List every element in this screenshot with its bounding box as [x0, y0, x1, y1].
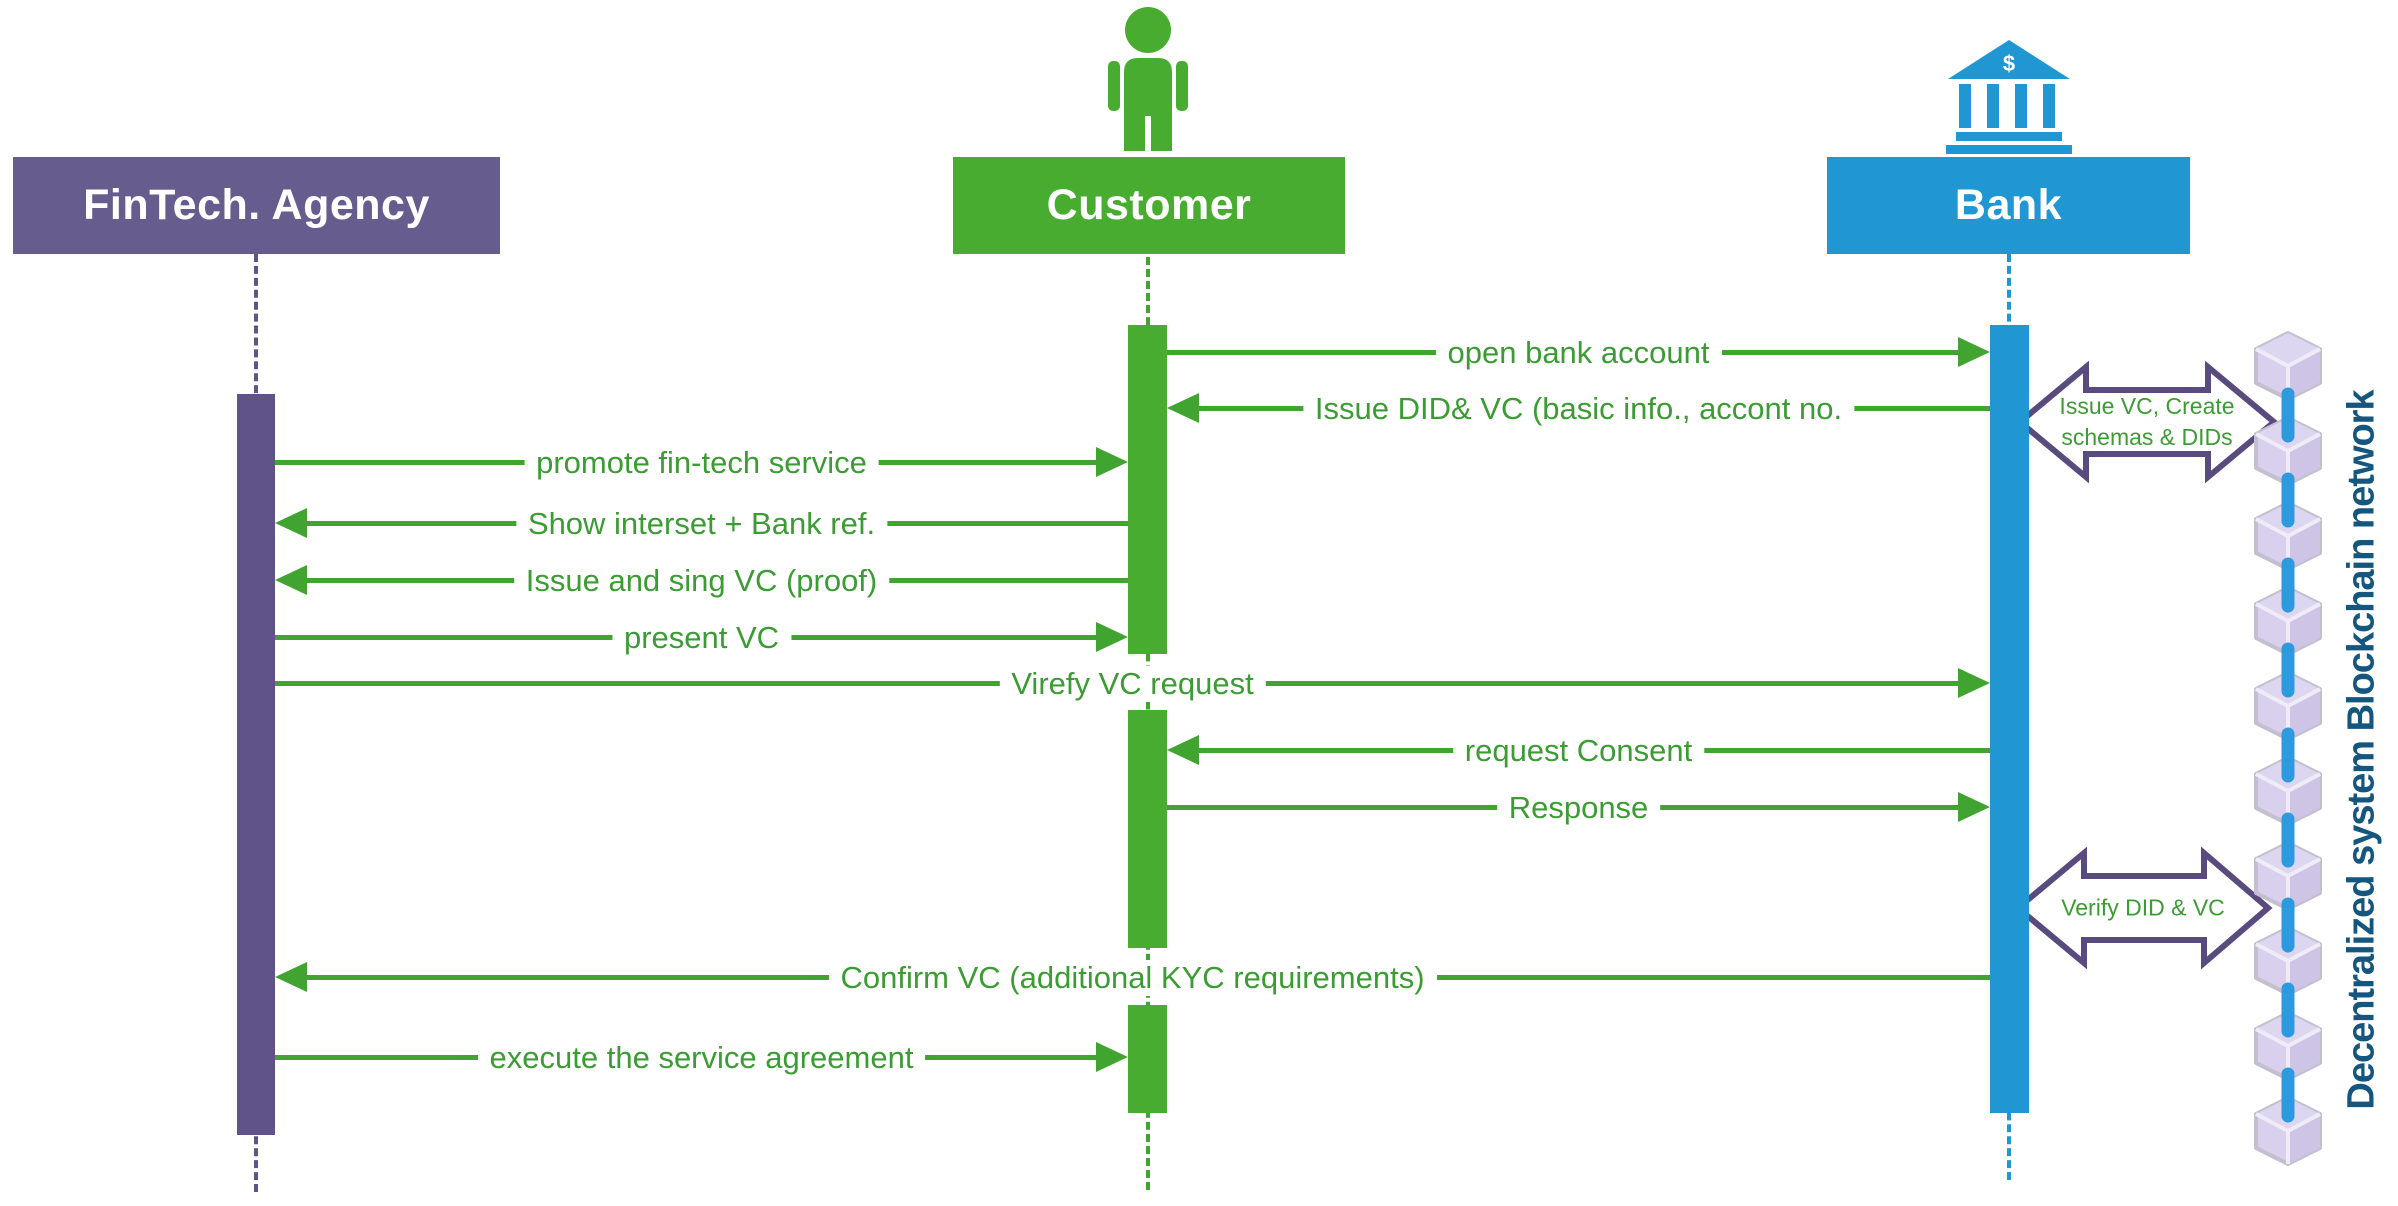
arrowhead-left-icon [1167, 735, 1199, 765]
arrowhead-right-icon [1958, 668, 1990, 698]
arrowhead-left-icon [1167, 393, 1199, 423]
callout-line-1: Verify DID & VC [2061, 894, 2225, 921]
message-label: present VC [611, 620, 792, 656]
issue-vc-callout-label: Issue VC, Create schemas & DIDs [2059, 391, 2234, 453]
message-label: Issue and sing VC (proof) [513, 563, 890, 599]
actor-box-fintech: FinTech. Agency [13, 157, 500, 254]
arrowhead-right-icon [1096, 1042, 1128, 1072]
arrowhead-right-icon [1096, 447, 1128, 477]
actor-box-bank: Bank [1827, 157, 2190, 254]
activation-bar-customer-2 [1128, 710, 1167, 948]
message-label: Issue DID& VC (basic info., accont no. [1302, 391, 1855, 427]
activation-bar-fintech [237, 394, 275, 1135]
activation-bar-bank [1990, 325, 2029, 1113]
message-label: execute the service agreement [477, 1040, 926, 1076]
actor-label-bank: Bank [1954, 181, 2063, 229]
message-label: Response [1496, 790, 1661, 826]
activation-bar-customer-3 [1128, 1005, 1167, 1113]
actor-label-fintech: FinTech. Agency [83, 181, 430, 229]
verify-callout-label: Verify DID & VC [2061, 892, 2225, 923]
message-label: Virefy VC request [999, 666, 1266, 702]
person-icon [1108, 7, 1188, 152]
message-label: Show interset + Bank ref. [515, 506, 888, 542]
message-label: request Consent [1452, 733, 1705, 769]
arrowhead-right-icon [1958, 337, 1990, 367]
blockchain-chain [2254, 331, 2322, 1166]
message-label: Confirm VC (additional KYC requirements) [828, 960, 1437, 996]
activation-bar-customer-1 [1128, 325, 1167, 654]
arrowhead-left-icon [275, 962, 307, 992]
arrowhead-left-icon [275, 565, 307, 595]
callout-line-1: Issue VC, Create [2059, 392, 2235, 419]
message-label: open bank account [1435, 335, 1722, 371]
callout-line-2: schemas & DIDs [2061, 424, 2233, 450]
actor-box-customer: Customer [953, 157, 1345, 254]
arrowhead-left-icon [275, 508, 307, 538]
arrowhead-right-icon [1958, 792, 1990, 822]
arrowhead-right-icon [1096, 622, 1128, 652]
dollar-icon: $ [2002, 51, 2016, 76]
message-label: promote fin-tech service [524, 445, 879, 481]
actor-label-customer: Customer [1046, 181, 1252, 229]
network-label: Decentralized system Blockchain network [2340, 390, 2383, 1110]
